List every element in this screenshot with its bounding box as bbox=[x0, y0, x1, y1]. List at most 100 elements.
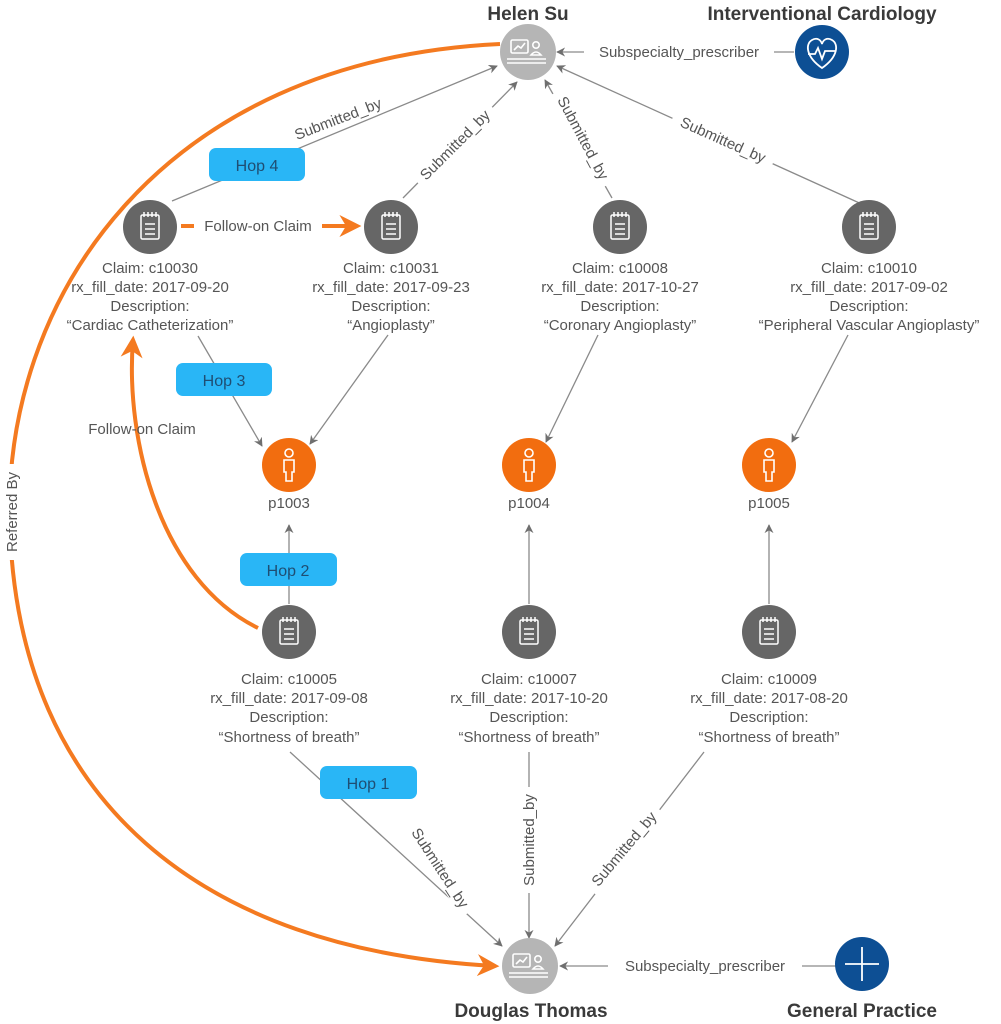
clipboard-icon bbox=[140, 212, 160, 240]
provider-node-douglas[interactable] bbox=[502, 938, 558, 994]
edge-label-c10007-douglas: Submitted_by bbox=[518, 787, 538, 893]
claim-label-c10005: Claim: c10005 rx_fill_date: 2017-09-08 D… bbox=[210, 671, 368, 746]
svg-text:Claim: c10030: Claim: c10030 bbox=[102, 260, 198, 277]
clipboard-icon bbox=[519, 617, 539, 645]
specialty-node-gp[interactable] bbox=[835, 937, 889, 991]
svg-text:Claim: c10007: Claim: c10007 bbox=[481, 671, 577, 688]
edge-label-c10009-douglas: Submitted_by bbox=[581, 801, 665, 896]
svg-text:Description:: Description: bbox=[110, 298, 189, 315]
clipboard-icon bbox=[859, 212, 879, 240]
svg-text:“Peripheral Vascular Angioplas: “Peripheral Vascular Angioplasty” bbox=[759, 317, 980, 334]
edge-c10031-p1003 bbox=[309, 334, 389, 445]
svg-text:Subspecialty_prescriber: Subspecialty_prescriber bbox=[625, 958, 785, 975]
svg-text:Description:: Description: bbox=[489, 709, 568, 726]
edge-c10010-p1005 bbox=[791, 334, 849, 443]
clipboard-icon bbox=[279, 617, 299, 645]
specialty-node-cardio[interactable] bbox=[795, 25, 849, 79]
edge-label-follow-on-c10005-c10030: Follow-on Claim bbox=[88, 421, 196, 438]
svg-text:Claim: c10031: Claim: c10031 bbox=[343, 260, 439, 277]
claim-label-c10008: Claim: c10008 rx_fill_date: 2017-10-27 D… bbox=[541, 260, 699, 334]
prescriber-icon bbox=[507, 39, 546, 64]
claim-label-c10010: Claim: c10010 rx_fill_date: 2017-09-02 D… bbox=[759, 260, 980, 334]
patient-node-p1005[interactable] bbox=[742, 438, 796, 492]
claim-node-c10009[interactable] bbox=[742, 605, 796, 659]
svg-text:Description:: Description: bbox=[580, 298, 659, 315]
svg-text:Hop 2: Hop 2 bbox=[267, 563, 310, 580]
svg-text:“Shortness of breath”: “Shortness of breath” bbox=[219, 729, 360, 746]
svg-text:“Shortness of breath”: “Shortness of breath” bbox=[459, 729, 600, 746]
specialty-name-cardio: Interventional Cardiology bbox=[707, 4, 937, 25]
edge-label-cardio-helen: Subspecialty_prescriber bbox=[584, 41, 774, 63]
hop-badge-1: Hop 1 bbox=[320, 766, 417, 799]
svg-text:Description:: Description: bbox=[249, 709, 328, 726]
claim-label-c10031: Claim: c10031 rx_fill_date: 2017-09-23 D… bbox=[312, 260, 470, 334]
patient-node-p1003[interactable] bbox=[262, 438, 316, 492]
svg-text:rx_fill_date: 2017-09-08: rx_fill_date: 2017-09-08 bbox=[210, 690, 368, 707]
claim-node-c10008[interactable] bbox=[593, 200, 647, 254]
svg-text:“Coronary Angioplasty”: “Coronary Angioplasty” bbox=[544, 317, 697, 334]
patient-label-p1005: p1005 bbox=[748, 495, 790, 512]
svg-text:rx_fill_date: 2017-09-02: rx_fill_date: 2017-09-02 bbox=[790, 279, 948, 296]
patient-label-p1004: p1004 bbox=[508, 495, 550, 512]
svg-text:Submitted_by: Submitted_by bbox=[292, 95, 384, 144]
clipboard-icon bbox=[610, 212, 630, 240]
svg-text:Submitted_by: Submitted_by bbox=[521, 794, 538, 886]
clipboard-icon bbox=[381, 212, 401, 240]
svg-text:Description:: Description: bbox=[829, 298, 908, 315]
edge-label-c10010-helen: Submitted_by bbox=[669, 107, 778, 171]
plus-icon bbox=[845, 947, 879, 981]
claim-label-c10030: Claim: c10030 rx_fill_date: 2017-09-20 D… bbox=[67, 260, 234, 334]
svg-text:Referred By: Referred By bbox=[4, 471, 21, 552]
provider-name-douglas: Douglas Thomas bbox=[454, 1001, 607, 1022]
svg-text:Claim: c10005: Claim: c10005 bbox=[241, 671, 337, 688]
svg-text:rx_fill_date: 2017-08-20: rx_fill_date: 2017-08-20 bbox=[690, 690, 848, 707]
prescriber-icon bbox=[509, 953, 548, 978]
edge-label-gp-douglas: Subspecialty_prescriber bbox=[608, 955, 802, 977]
svg-text:Hop 1: Hop 1 bbox=[347, 776, 390, 793]
svg-text:Submitted_by: Submitted_by bbox=[417, 107, 494, 184]
svg-text:Claim: c10008: Claim: c10008 bbox=[572, 260, 668, 277]
edge-label-c10031-helen: Submitted_by bbox=[409, 99, 499, 189]
svg-text:Claim: c10010: Claim: c10010 bbox=[821, 260, 917, 277]
edge-label-referred-by: Referred By bbox=[1, 464, 21, 560]
edge-c10008-p1004 bbox=[545, 334, 599, 443]
svg-text:Hop 4: Hop 4 bbox=[236, 158, 279, 175]
hop-badge-3: Hop 3 bbox=[176, 363, 272, 396]
edge-label-c10030-helen: Submitted_by bbox=[282, 89, 393, 148]
claim-node-c10007[interactable] bbox=[502, 605, 556, 659]
svg-text:rx_fill_date: 2017-09-23: rx_fill_date: 2017-09-23 bbox=[312, 279, 470, 296]
person-icon bbox=[523, 448, 535, 482]
edge-label-follow-on-c10030-c10031: Follow-on Claim bbox=[194, 215, 322, 237]
claim-node-c10005[interactable] bbox=[262, 605, 316, 659]
claim-label-c10009: Claim: c10009 rx_fill_date: 2017-08-20 D… bbox=[690, 671, 848, 746]
svg-text:Description:: Description: bbox=[729, 709, 808, 726]
svg-text:rx_fill_date: 2017-09-20: rx_fill_date: 2017-09-20 bbox=[71, 279, 229, 296]
hop-badge-2: Hop 2 bbox=[240, 553, 337, 586]
svg-text:Submitted_by: Submitted_by bbox=[554, 94, 612, 183]
hop-badge-4: Hop 4 bbox=[209, 148, 305, 181]
patient-node-p1004[interactable] bbox=[502, 438, 556, 492]
svg-text:Submitted_by: Submitted_by bbox=[677, 114, 768, 167]
svg-text:Follow-on Claim: Follow-on Claim bbox=[204, 218, 312, 235]
svg-text:“Shortness of breath”: “Shortness of breath” bbox=[699, 729, 840, 746]
patient-label-p1003: p1003 bbox=[268, 495, 310, 512]
svg-text:“Cardiac Catheterization”: “Cardiac Catheterization” bbox=[67, 317, 234, 334]
svg-text:rx_fill_date: 2017-10-20: rx_fill_date: 2017-10-20 bbox=[450, 690, 608, 707]
claim-node-c10030[interactable] bbox=[123, 200, 177, 254]
claim-node-c10010[interactable] bbox=[842, 200, 896, 254]
provider-node-helen[interactable] bbox=[500, 24, 556, 80]
svg-text:Hop 3: Hop 3 bbox=[203, 373, 246, 390]
svg-text:Subspecialty_prescriber: Subspecialty_prescriber bbox=[599, 44, 759, 61]
heart-icon bbox=[806, 37, 838, 70]
claim-node-c10031[interactable] bbox=[364, 200, 418, 254]
provider-name-helen: Helen Su bbox=[487, 4, 568, 25]
edge-follow-on-c10005-c10030 bbox=[120, 335, 259, 630]
edge-label-c10005-douglas: Submitted_by bbox=[403, 817, 479, 918]
claim-label-c10007: Claim: c10007 rx_fill_date: 2017-10-20 D… bbox=[450, 671, 608, 746]
svg-text:Description:: Description: bbox=[351, 298, 430, 315]
svg-text:Submitted_by: Submitted_by bbox=[588, 808, 660, 890]
person-icon bbox=[283, 448, 295, 482]
specialty-name-gp: General Practice bbox=[787, 1001, 937, 1022]
edge-label-c10008-helen: Submitted_by bbox=[550, 86, 618, 190]
